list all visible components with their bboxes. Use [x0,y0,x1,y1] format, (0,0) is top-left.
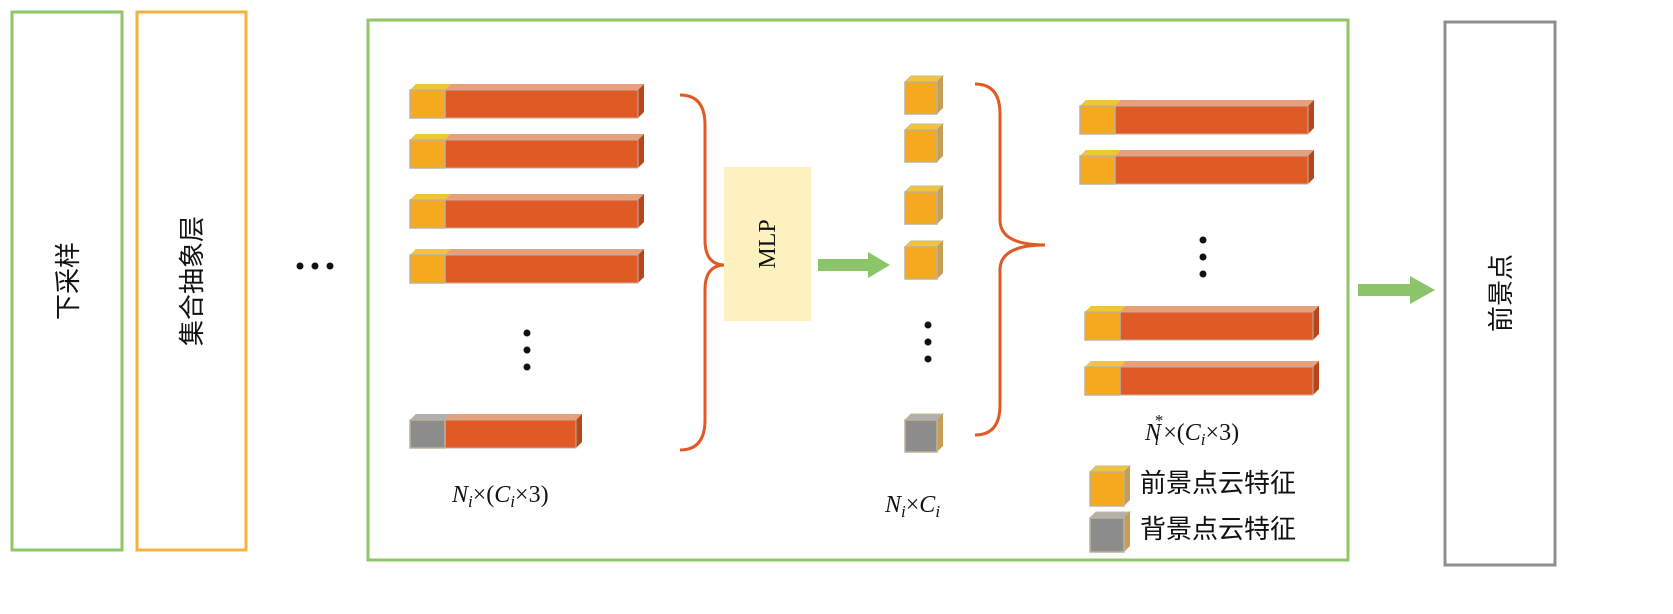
ellipsis-dots [296,262,334,270]
arrow-mlp [818,252,890,278]
input-dimension-label: Ni×(Ci×3) [451,482,549,511]
legend: 前景点云特征 背景点云特征 [1088,465,1296,553]
set-abstraction-box [135,10,248,552]
legend-background-swatch [1088,511,1132,553]
downsample-label: 下采样 [54,242,84,320]
foreground-point-cube [903,75,945,115]
output-feature-bar [1079,100,1314,135]
mlp-box [724,167,811,321]
foreground-feature-bar [409,84,644,119]
legend-foreground-swatch [1088,465,1132,507]
foreground-feature-bar [409,134,644,169]
foreground-point-cube [903,240,945,280]
foreground-feature-bar [409,194,644,229]
background-feature-bar [409,414,582,449]
right-brace [974,82,1046,437]
arrow-output [1358,276,1435,304]
foreground-points-label: 前景点 [1487,254,1517,332]
mlp-label: MLP [755,219,781,268]
mid-dimension-label: Ni×Ci [884,492,940,521]
foreground-feature-bar [409,249,644,284]
output-dimension-label: N*i×(Ci×3) [1144,411,1239,449]
background-point-cube [903,413,945,453]
output-feature-bar [1084,306,1319,341]
foreground-points-box [1443,20,1557,567]
vertical-dots [523,236,1207,371]
output-feature-bar [1079,150,1314,185]
output-feature-bar [1084,361,1319,396]
foreground-point-cube [903,123,945,163]
legend-foreground-label: 前景点云特征 [1140,469,1296,499]
downsample-box [10,10,124,552]
legend-background-label: 背景点云特征 [1140,515,1296,545]
foreground-point-cube [903,185,945,225]
set-abstraction-label: 集合抽象层 [178,216,208,346]
